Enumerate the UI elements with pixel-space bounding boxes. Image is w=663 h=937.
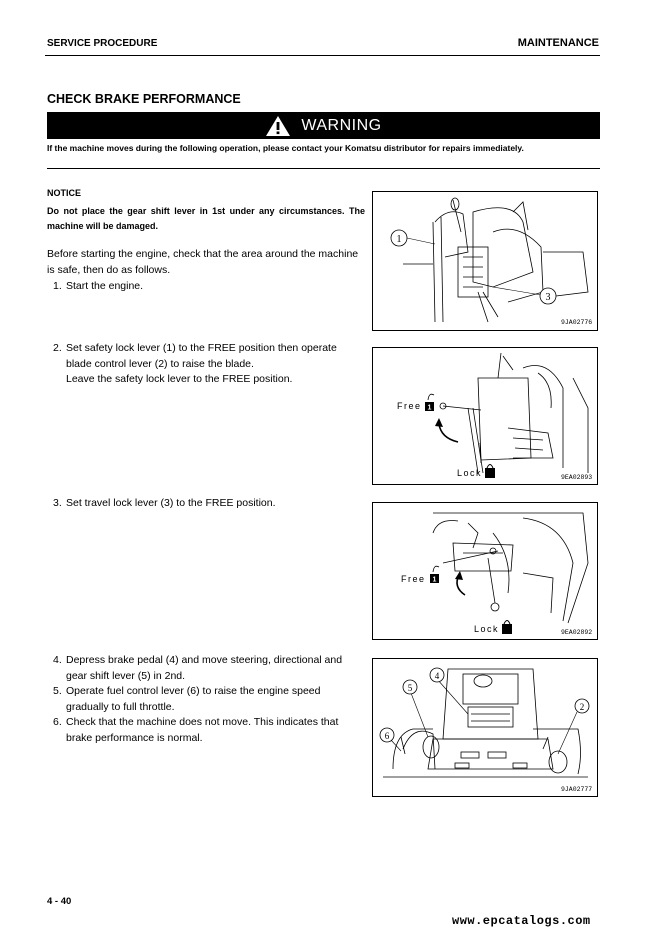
header-divider [45, 55, 600, 56]
callout-4-label: 4 [435, 671, 440, 681]
callout-5-label: 5 [408, 683, 413, 693]
lock-label: Lock [457, 468, 482, 478]
callout-circle-6 [379, 727, 395, 743]
callout-leader-1 [406, 237, 436, 245]
page-title: CHECK BRAKE PERFORMANCE [47, 92, 241, 106]
callout-circle-2 [574, 698, 590, 714]
figure-code: 9EA02892 [561, 629, 592, 636]
figure-2-illustration: Free 1 Lock 9EA02893 [397, 352, 592, 481]
locked-badge-icon [485, 468, 495, 478]
figure-safety-lock-free-lock: Free 1 Lock 9EA02893 [372, 347, 598, 485]
free-label: Free [397, 401, 422, 411]
callout-circle-1 [390, 229, 408, 247]
arrow-head-icon [455, 571, 463, 580]
figure-code: 9JA02776 [561, 319, 592, 326]
callout-3-label: 3 [546, 292, 551, 303]
step-4: 4.Depress brake pedal (4) and move steer… [53, 654, 343, 682]
callout-leader-3 [492, 286, 542, 296]
figure-4-illustration: 4 5 6 2 9JA02777 [379, 667, 592, 793]
notice-heading: NOTICE [47, 188, 82, 198]
svg-text:1: 1 [433, 577, 437, 584]
svg-text:1: 1 [428, 405, 432, 412]
callout-6-label: 6 [385, 731, 390, 741]
step-1: 1.Start the engine. [53, 280, 144, 292]
step-5: 5.Operate fuel control lever (6) to rais… [53, 685, 321, 713]
intro-paragraph: Before starting the engine, check that t… [47, 248, 359, 276]
chapter-header: MAINTENANCE [517, 37, 599, 49]
callout-circle-4 [429, 667, 445, 683]
lock-badge-icon [425, 402, 434, 411]
warning-triangle-icon [266, 115, 291, 136]
figure-3-illustration: Free 1 Lock 9EA02892 [401, 512, 592, 636]
arrow-head-icon [435, 418, 443, 427]
figure-code: 9EA02893 [561, 474, 592, 481]
callout-1-label: 1 [397, 234, 402, 245]
page-number: 4 - 40 [47, 896, 72, 907]
callout-2-label: 2 [580, 702, 585, 712]
figure-safety-lock-lever: 1 3 9JA02776 [372, 191, 598, 331]
lock-label: Lock [474, 624, 499, 634]
notice-text: Do not place the gear shift lever in 1st… [47, 206, 365, 231]
lock-badge-icon [430, 574, 439, 583]
step-6: 6.Check that the machine does not move. … [53, 716, 339, 744]
free-symbol-icon [432, 565, 440, 573]
locked-badge-icon [502, 624, 512, 634]
free-label: Free [401, 574, 426, 584]
callout-circle-3 [539, 287, 557, 305]
callout-circle-5 [402, 679, 418, 695]
watermark: www.epcatalogs.com [452, 914, 591, 928]
figure-code: 9JA02777 [561, 786, 592, 793]
figure-1-illustration: 1 3 9JA02776 [390, 197, 592, 326]
warning-divider [47, 168, 600, 169]
warning-label: WARNING [301, 116, 382, 134]
warning-banner: WARNING [47, 112, 600, 139]
warning-message: If the machine moves during the followin… [47, 143, 524, 153]
figure-operator-controls: 4 5 6 2 9JA02777 [372, 658, 598, 797]
section-header: SERVICE PROCEDURE [47, 38, 158, 49]
step-2: 2.Set safety lock lever (1) to the FREE … [53, 342, 337, 385]
free-symbol-icon [427, 393, 435, 401]
step-3: 3.Set travel lock lever (3) to the FREE … [53, 497, 276, 509]
figure-travel-lock-lever: Free 1 Lock 9EA02892 [372, 502, 598, 640]
